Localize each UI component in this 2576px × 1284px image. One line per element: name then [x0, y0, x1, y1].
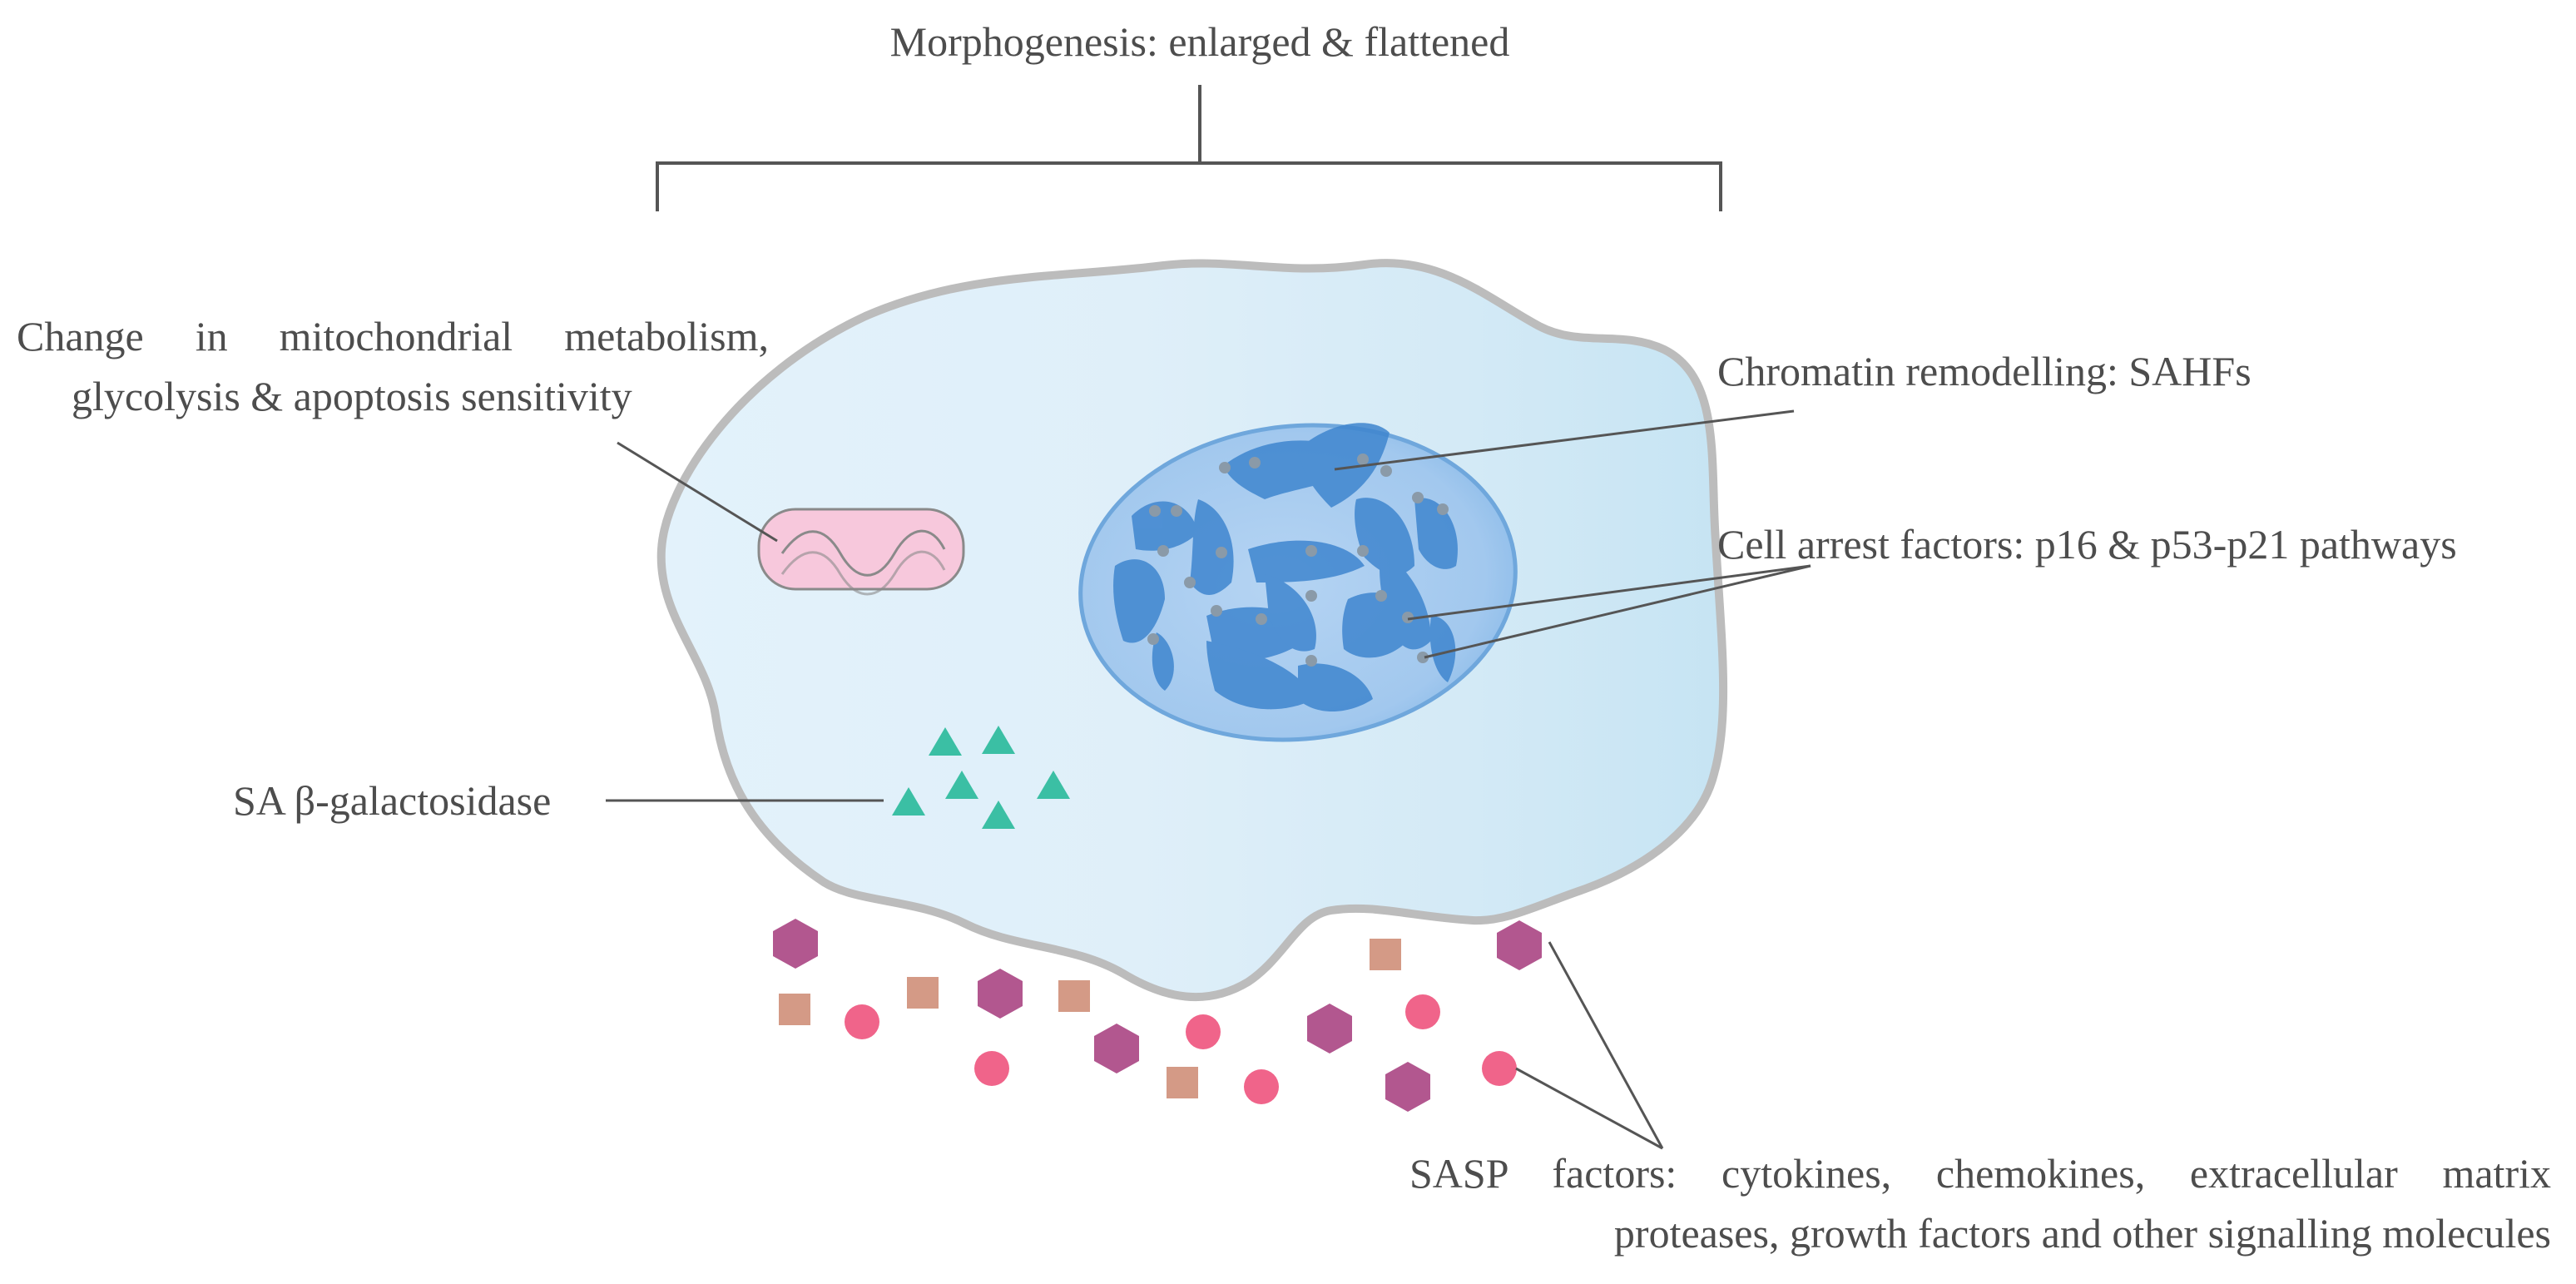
chromatin-fibres	[1113, 423, 1458, 711]
mitochondrion-icon	[757, 508, 965, 596]
sasp-label-line1: SASP factors: cytokines, chemokines, ext…	[1409, 1150, 2551, 1197]
circle-icon	[1244, 1069, 1279, 1104]
mitochondria-label: Change in mitochondrial metabolism,	[17, 306, 769, 366]
mitochondria-label-line1: Change in mitochondrial metabolism,	[17, 313, 769, 359]
circle-icon	[1405, 994, 1440, 1029]
nucleus-icon	[1078, 423, 1518, 742]
sasp-label: SASP factors: cytokines, chemokines, ext…	[1409, 1143, 2551, 1203]
sasp-squares	[779, 939, 1401, 1098]
sasp-leader-1	[1548, 941, 1664, 1149]
square-icon	[1058, 980, 1090, 1012]
leader-lines	[606, 409, 1811, 1150]
chromatin-label: Chromatin remodelling: SAHFs	[1717, 348, 2252, 394]
hexagon-icon	[1094, 1024, 1139, 1073]
circle-icon	[845, 1004, 879, 1039]
triangle-icon	[1037, 771, 1070, 799]
chromatin-leader	[1334, 409, 1795, 471]
cell-arrest-leader-2	[1424, 564, 1811, 659]
hexagon-icon	[978, 969, 1023, 1019]
mitochondria-leader	[617, 441, 778, 543]
square-icon	[907, 977, 939, 1009]
hexagon-icon	[1385, 1062, 1430, 1112]
triangle-icon	[982, 726, 1015, 754]
hexagon-icon	[773, 919, 818, 969]
cell-arrest-label: Cell arrest factors: p16 & p53-p21 pathw…	[1717, 521, 2457, 568]
circle-icon	[1482, 1051, 1517, 1086]
mitochondria-label-line2: glycolysis & apoptosis sensitivity	[72, 373, 632, 419]
galactosidase-triangles	[892, 726, 1070, 829]
mitochondria-label-2: glycolysis & apoptosis sensitivity	[72, 366, 721, 426]
hexagon-icon	[1307, 1004, 1352, 1053]
sasp-label-2: proteases, growth factors and other sign…	[1439, 1203, 2551, 1263]
triangle-icon	[929, 727, 962, 756]
square-icon	[779, 994, 810, 1025]
sasp-circles	[845, 994, 1517, 1104]
hexagon-icon	[1497, 920, 1542, 970]
circle-icon	[974, 1051, 1009, 1086]
square-icon	[1167, 1067, 1198, 1098]
sasp-leader-2	[1515, 1067, 1663, 1150]
sasp-label-line2: proteases, growth factors and other sign…	[1613, 1210, 2551, 1257]
morphogenesis-label: Morphogenesis: enlarged & flattened	[889, 18, 1510, 65]
triangle-icon	[982, 801, 1015, 829]
cell-arrest-leader-1	[1407, 564, 1811, 621]
nucleus-dots	[1147, 454, 1449, 667]
galactosidase-label: SA β-galactosidase	[233, 777, 552, 824]
square-icon	[1370, 939, 1401, 970]
circle-icon	[1186, 1014, 1221, 1049]
triangle-icon	[892, 787, 925, 816]
morphogenesis-bracket	[656, 85, 1722, 211]
triangle-icon	[945, 771, 978, 799]
sasp-hexagons	[773, 919, 1542, 1112]
